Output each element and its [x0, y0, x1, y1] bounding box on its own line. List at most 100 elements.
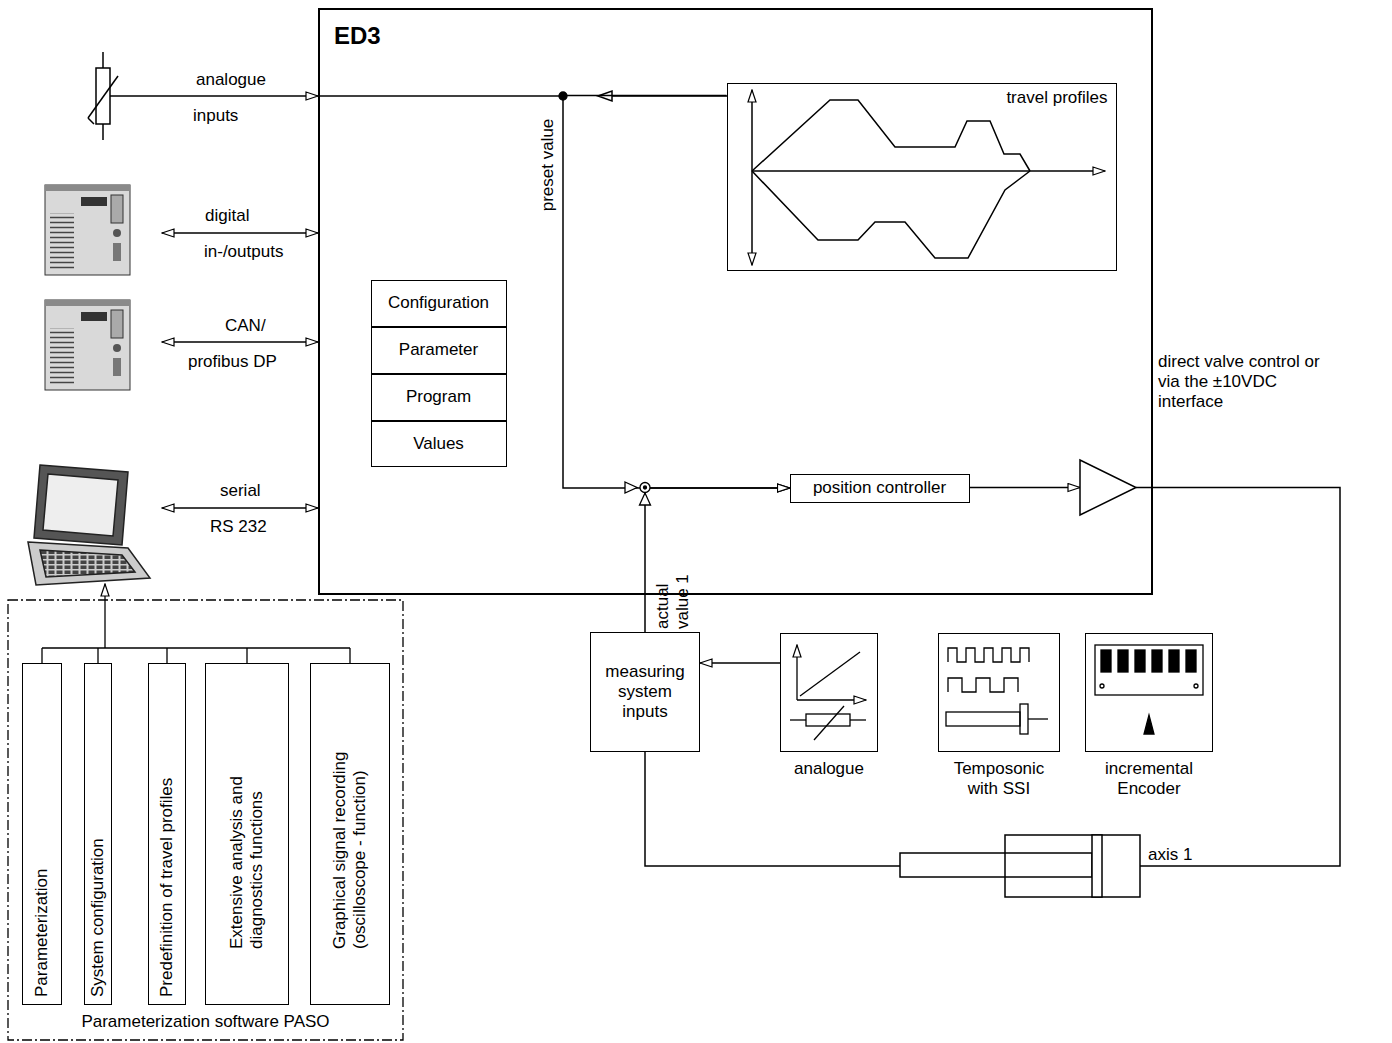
box-label: analogue [779, 759, 879, 779]
signal-label: RS 232 [210, 517, 267, 537]
software-bundle-frame [8, 584, 403, 1040]
profile-box: travel profiles [727, 83, 1117, 271]
travel-profile-plot [752, 170, 1105, 172]
controller-unit: ED3ConfigurationParameterProgramValues tr… [318, 8, 1153, 595]
signal-label: digital [205, 206, 249, 226]
software-bundle-frame [166, 648, 167, 663]
travel-profile-plot [752, 100, 1030, 171]
laptop-icon [43, 474, 118, 536]
process-box: measuring system inputs [590, 632, 700, 752]
plc-icon [45, 185, 130, 191]
temposonic-sensor-icon [1020, 704, 1028, 734]
plc-icon [111, 310, 123, 338]
temposonic-sensor-icon [946, 648, 1048, 734]
signal-wire [645, 460, 1340, 866]
analogue-sensor-icon [814, 706, 844, 740]
summing-junction [559, 92, 651, 505]
signal-label: serial [220, 481, 261, 501]
signal-label: analogue [196, 70, 266, 90]
analogue-sensor-icon [850, 719, 866, 720]
plc-icon [50, 213, 74, 269]
plc-icon [50, 328, 74, 384]
temposonic-sensor-icon [948, 648, 1029, 662]
incremental-encoder-icon [1152, 650, 1162, 672]
incremental-encoder-icon [1135, 650, 1145, 672]
plc-icon [45, 300, 130, 306]
signal-wire [1136, 488, 1340, 867]
signal-wire [110, 91, 727, 508]
signal-wire [162, 507, 318, 509]
analogue-sensor-icon [796, 645, 797, 700]
function-box: Parameterization [22, 663, 62, 1005]
signal-wire [110, 95, 318, 97]
box-label: Graphical signal recording (oscilloscope… [330, 719, 370, 949]
signal-label: CAN/ [225, 316, 266, 336]
memory-box: Program [371, 374, 507, 421]
function-box: Extensive analysis and diagnostics funct… [205, 663, 289, 1005]
temposonic-sensor-icon [946, 712, 1020, 726]
laptop-icon [40, 550, 135, 577]
incremental-encoder-icon [1186, 650, 1196, 672]
software-bundle-frame [97, 648, 98, 663]
hydraulic-cylinder [1092, 835, 1102, 897]
incremental-encoder-icon [1144, 715, 1154, 734]
software-bundle-frame [41, 648, 42, 663]
function-box: System configuration [84, 663, 112, 1005]
analogue-sensor-icon [800, 652, 860, 696]
plc-icon [45, 185, 130, 275]
signal-connector [700, 662, 780, 664]
note: direct valve control or via the ±10VDC i… [1158, 352, 1328, 412]
hydraulic-cylinder [900, 835, 1140, 897]
sensor-box: Temposonic with SSI [938, 633, 1060, 752]
incremental-encoder-icon [1100, 684, 1104, 688]
plc-icon [113, 243, 121, 261]
signal-connector [563, 96, 790, 489]
signal-label: actual value 1 [653, 567, 693, 629]
incremental-encoder-icon [1095, 645, 1203, 734]
incremental-encoder-icon [1194, 684, 1198, 688]
analogue-sensor-icon [790, 645, 866, 740]
junction-dot [559, 92, 567, 100]
software-bundle-frame [42, 647, 350, 648]
box-label: Values [413, 434, 464, 454]
summing-junction [640, 483, 650, 493]
summing-junction [640, 493, 651, 505]
laptop-icon [28, 542, 150, 585]
sensor-box: analogue [780, 633, 878, 752]
signal-wire [970, 487, 1080, 489]
incremental-encoder-icon [1101, 650, 1111, 672]
axis-label: axis 1 [1148, 845, 1192, 865]
function-box: Graphical signal recording (oscilloscope… [310, 663, 390, 1005]
signal-wire [645, 752, 900, 866]
travel-profile-plot [752, 171, 1030, 258]
hydraulic-cylinder [1005, 835, 1140, 897]
potentiometer-symbol [102, 124, 104, 140]
box-label: ED3 [334, 22, 381, 50]
travel-profile-plot [752, 90, 1105, 265]
memory-box: Values [371, 421, 507, 467]
software-bundle-frame [8, 600, 403, 1040]
box-label: Parameterization software PASO [81, 1012, 329, 1032]
box-label: travel profiles [1006, 88, 1107, 108]
plc-icon [113, 344, 121, 352]
software-bundle-frame [104, 584, 105, 648]
signal-label: preset value [538, 119, 558, 212]
plc-icon [45, 300, 130, 390]
potentiometer-symbol [88, 118, 94, 124]
signal-label: in-/outputs [204, 242, 283, 262]
box-label: Program [406, 387, 471, 407]
memory-box: Parameter [371, 327, 507, 374]
temposonic-sensor-icon [948, 678, 1018, 692]
temposonic-sensor-icon [1028, 718, 1048, 719]
box-label: Configuration [388, 293, 489, 313]
analogue-sensor-icon [790, 719, 806, 720]
summing-junction [625, 482, 637, 493]
signal-wire [318, 95, 563, 97]
signal-label: inputs [193, 106, 238, 126]
box-label: Extensive analysis and diagnostics funct… [227, 719, 267, 949]
box-label: Predefinition of travel profiles [157, 671, 177, 997]
plc-icon [113, 358, 121, 376]
